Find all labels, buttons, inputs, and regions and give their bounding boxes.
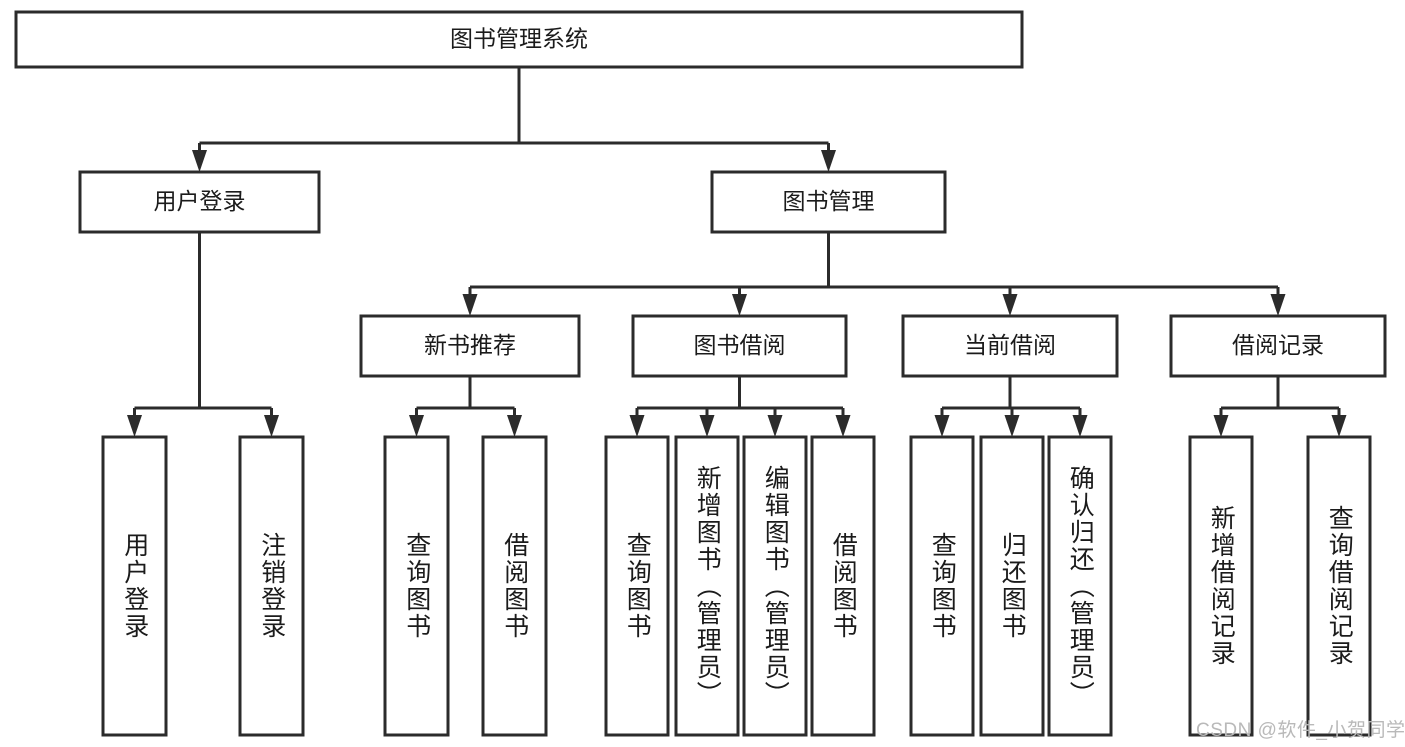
arrow-head — [192, 150, 207, 172]
arrow-head — [821, 150, 836, 172]
arrow-head — [1213, 415, 1229, 437]
node-label: 新书推荐 — [424, 332, 516, 358]
arrow-head — [629, 415, 645, 437]
node-label: 当前借阅 — [964, 332, 1056, 358]
node-box-layer — [14, 10, 1387, 737]
arrow-head — [409, 415, 424, 437]
node-box[interactable] — [383, 435, 450, 737]
arrow-head — [1270, 294, 1286, 316]
connector-layer — [127, 67, 1347, 437]
node-box[interactable] — [810, 435, 876, 737]
arrow-head — [732, 294, 747, 316]
arrow-head — [767, 415, 783, 437]
node-box[interactable] — [1188, 435, 1254, 737]
node-label: 图书借阅 — [694, 332, 786, 358]
node-box[interactable] — [631, 314, 848, 378]
node-box[interactable] — [101, 435, 168, 737]
node-box[interactable] — [710, 170, 947, 234]
arrow-head — [1004, 415, 1020, 437]
node-box[interactable] — [979, 435, 1045, 737]
arrow-head — [1002, 294, 1018, 316]
arrow-head — [264, 415, 279, 437]
node-box[interactable] — [674, 435, 740, 737]
node-box[interactable] — [1306, 435, 1372, 737]
node-box[interactable] — [742, 435, 808, 737]
arrow-head — [507, 415, 522, 437]
node-box[interactable] — [14, 10, 1024, 69]
node-label: 图书管理 — [783, 188, 875, 214]
arrow-head — [1331, 415, 1347, 437]
node-box[interactable] — [359, 314, 581, 378]
node-label: 图书管理系统 — [450, 26, 588, 52]
watermark-text: CSDN @软件_小贺同学 — [1196, 720, 1405, 741]
node-box[interactable] — [1169, 314, 1387, 378]
node-label: 用户登录 — [154, 188, 246, 214]
arrow-head — [699, 415, 715, 437]
arrow-head — [835, 415, 851, 437]
arrow-head — [462, 294, 478, 316]
node-box[interactable] — [901, 314, 1119, 378]
node-box[interactable] — [78, 170, 321, 234]
arrow-head — [1072, 415, 1088, 437]
node-box[interactable] — [481, 435, 548, 737]
node-box[interactable] — [1047, 435, 1113, 737]
node-box[interactable] — [909, 435, 975, 737]
arrow-head — [934, 415, 950, 437]
arrow-head — [127, 415, 142, 437]
node-box[interactable] — [604, 435, 670, 737]
node-box[interactable] — [238, 435, 305, 737]
node-label: 借阅记录 — [1232, 332, 1324, 358]
